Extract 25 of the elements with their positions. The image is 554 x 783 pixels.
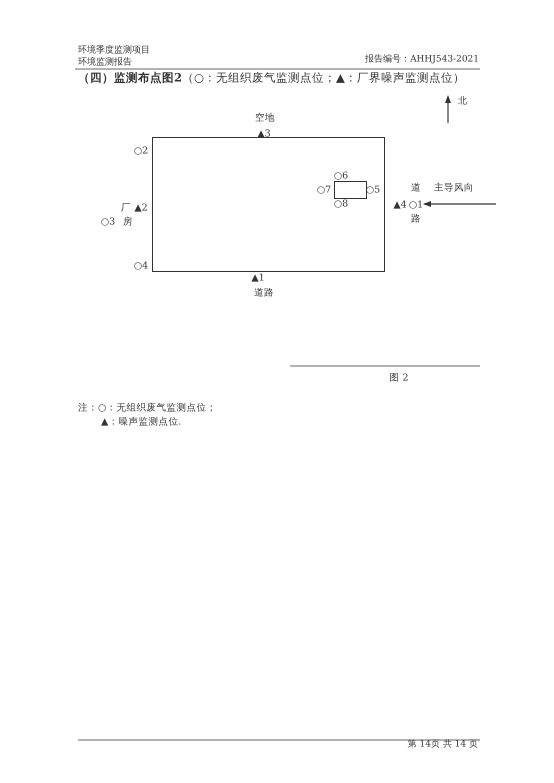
map-label: 道: [411, 183, 421, 193]
site-boundary: [152, 137, 385, 272]
compass-label: 北: [458, 98, 467, 106]
map-label: 房: [123, 217, 133, 227]
map-label: 道路: [254, 288, 274, 298]
wind-label: 主导风向: [434, 183, 474, 193]
noise-point-label: ▲1: [251, 273, 265, 283]
map-label: 路: [411, 214, 421, 224]
note-text: 注：○：无组织废气监测点位；: [78, 403, 216, 413]
note-text: ▲：噪声监测点位.: [101, 417, 182, 427]
map-label: 空地: [255, 113, 275, 123]
map-label: 厂: [121, 203, 131, 213]
gas-point-label: ○4: [134, 261, 148, 271]
report-number: 报告编号：AHHJ543-2021: [365, 56, 479, 64]
gas-point-label: ○1: [408, 200, 424, 210]
noise-point-label: ▲4: [393, 200, 407, 210]
section-heading: （四）监测布点图2（○：无组织废气监测点位；▲：厂界噪声监测点位）: [78, 72, 465, 84]
gas-point-label: ○2: [134, 146, 148, 156]
page-number: 第 14页 共 14 页: [408, 740, 478, 750]
figure-caption: 图 2: [389, 373, 409, 383]
header-text: 环境监测报告: [78, 58, 132, 68]
header-text: 环境季度监测项目: [78, 46, 150, 56]
building-outline: [334, 180, 366, 198]
noise-point-label: ▲2: [134, 203, 148, 213]
gas-point-label: ○3: [100, 217, 116, 227]
